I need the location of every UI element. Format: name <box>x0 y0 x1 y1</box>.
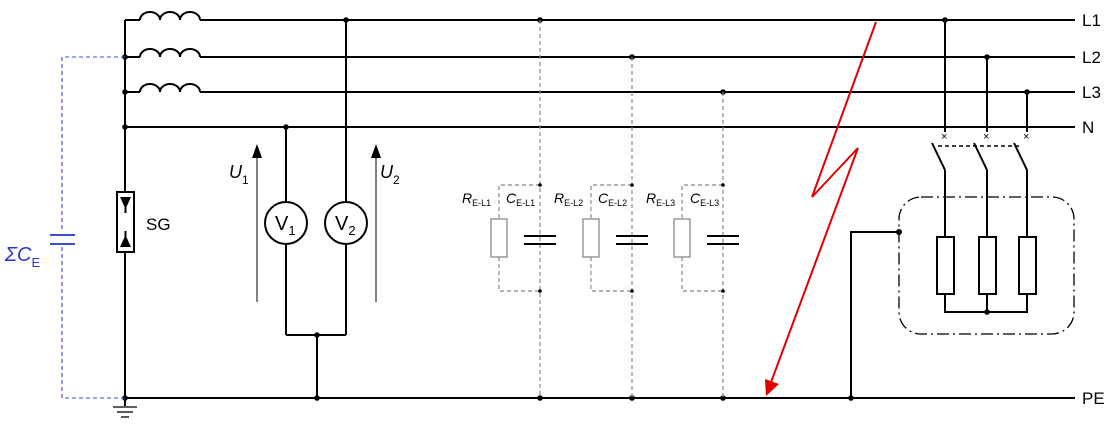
conductor-labels: L1 L2 L3 N PE <box>1082 11 1105 408</box>
fault-arrow-icon <box>765 21 877 396</box>
voltmeter-1: V1 <box>264 201 308 245</box>
three-pole-switch-icon: × × × <box>931 131 1029 237</box>
surge-gap: SG <box>116 191 171 253</box>
svg-text:RE-L2: RE-L2 <box>554 190 583 208</box>
svg-text:U2: U2 <box>380 162 400 187</box>
label-l2: L2 <box>1082 48 1101 67</box>
conductors <box>124 19 1075 399</box>
equipment-housing <box>898 196 1075 335</box>
earth-ground-icon <box>113 398 137 418</box>
winding-l3-icon <box>139 83 201 93</box>
source-windings <box>122 11 205 401</box>
svg-text:RE-L1: RE-L1 <box>462 190 491 208</box>
load-consumer: × × × <box>848 17 1075 401</box>
svg-text:V2: V2 <box>335 213 356 238</box>
svg-text:V1: V1 <box>275 213 296 238</box>
insulation-phase-l1: RE-L1 CE-L1 <box>462 17 556 401</box>
capacitance-label: ΣCE <box>4 244 40 270</box>
voltage-arrow-1: U1 <box>229 144 262 302</box>
winding-l1-icon <box>139 11 201 21</box>
svg-text:CE-L1: CE-L1 <box>506 190 535 208</box>
svg-text:CE-L2: CE-L2 <box>598 190 627 208</box>
voltmeter-2: V2 <box>324 201 368 245</box>
label-n: N <box>1082 118 1094 137</box>
insulation-phase-l3: RE-L3 CE-L3 <box>646 89 739 401</box>
label-l3: L3 <box>1082 83 1101 102</box>
svg-text:CE-L3: CE-L3 <box>690 190 719 208</box>
svg-text:RE-L3: RE-L3 <box>646 190 675 208</box>
svg-text:×: × <box>941 131 947 143</box>
voltmeter-circuit: V1 V2 U1 U2 <box>229 17 400 401</box>
svg-text:×: × <box>1023 131 1029 143</box>
label-pe: PE <box>1082 389 1105 408</box>
voltage-arrow-2: U2 <box>371 144 400 302</box>
winding-l2-icon <box>139 48 201 58</box>
label-l1: L1 <box>1082 11 1101 30</box>
surge-gap-label: SG <box>146 215 171 234</box>
svg-text:×: × <box>983 131 989 143</box>
insulation-phase-l2: RE-L2 CE-L2 <box>554 54 648 401</box>
total-earth-capacitance: ΣCE <box>4 56 125 399</box>
svg-text:U1: U1 <box>229 162 249 187</box>
